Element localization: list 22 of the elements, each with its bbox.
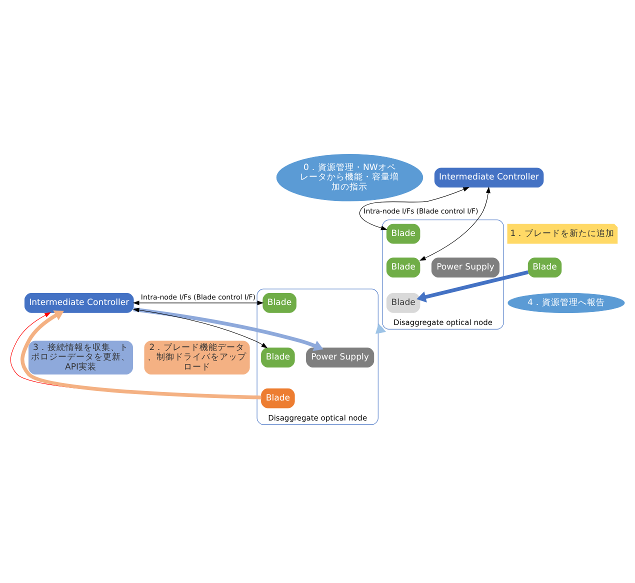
node-box: Intermediate Controller: [24, 293, 134, 313]
node-box: Blade: [261, 348, 295, 368]
node-box: 2．ブレード機能データ、制御ドライバをアップロード: [144, 340, 250, 374]
node-ellipse: 0．資源管理・NWオペレータから機能・容量増加の指示: [276, 154, 424, 202]
node-box: Blade: [386, 293, 420, 313]
arrow: [133, 307, 324, 352]
node-box: Power Supply: [306, 348, 374, 368]
node-ellipse: 4．資源管理へ報告: [508, 292, 625, 313]
node-box: Power Supply: [431, 258, 500, 278]
arrow: [132, 300, 264, 306]
node-box: Blade: [261, 388, 295, 408]
arrow: [419, 186, 490, 261]
arrow: [132, 308, 268, 348]
arrow: [416, 270, 529, 302]
node-box: Blade: [386, 224, 420, 244]
node-box: 3．接続情報を収集、トポロジーデータを更新、API実装: [28, 340, 133, 374]
node-box: Intermediate Controller: [434, 168, 544, 188]
arrow: [360, 187, 470, 230]
node-box: Blade: [262, 293, 296, 313]
arrow: [375, 324, 386, 334]
node-box: Blade: [528, 258, 562, 278]
node-box: Blade: [386, 258, 420, 278]
